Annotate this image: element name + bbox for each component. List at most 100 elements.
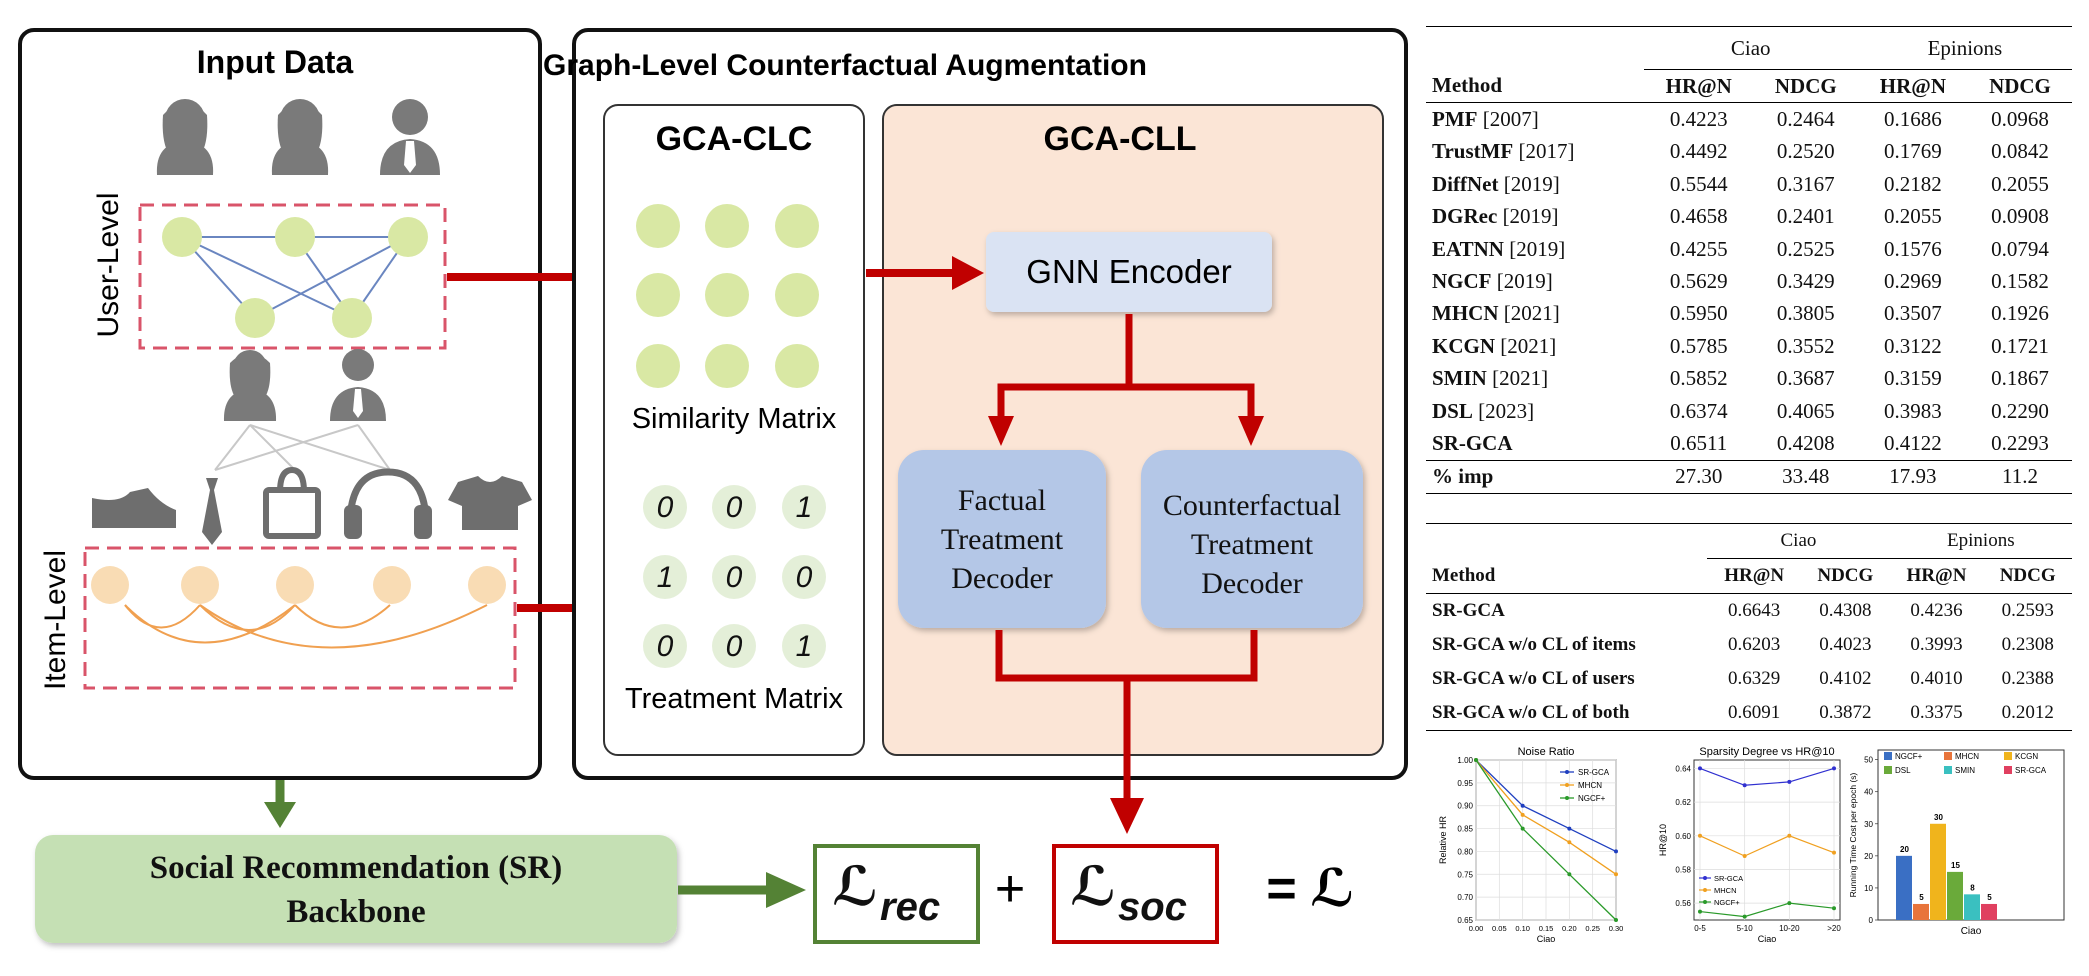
table-cell: 0.4236 [1910, 600, 1963, 621]
table-cell: 0.6091 [1728, 702, 1781, 723]
data-point [1520, 826, 1525, 831]
table-cell: 0.2293 [1991, 430, 2049, 455]
table1-header: NDCG [1989, 73, 2051, 98]
table-cell: 0.3122 [1884, 333, 1942, 358]
table-cell: 0.4223 [1669, 107, 1728, 132]
user-level-label: User-Level [92, 192, 125, 337]
table-cell: 0.5950 [1669, 301, 1728, 326]
table-cell: 0.5785 [1669, 333, 1728, 358]
legend-marker [1703, 888, 1707, 892]
data-point [1742, 783, 1747, 788]
y-tick-label: 0.75 [1457, 870, 1473, 879]
y-tick-label: 0.58 [1675, 865, 1691, 874]
series-line [1699, 902, 1835, 918]
gca-cll-title: GCA-CLL [1044, 120, 1197, 158]
legend-swatch [1884, 766, 1892, 774]
table2-header: NDCG [1999, 565, 2056, 586]
svg-text:soc: soc [1118, 885, 1187, 929]
svg-text:0: 0 [726, 561, 743, 594]
item-level-label: Item-Level [39, 550, 72, 690]
table-cell: 0.3983 [1884, 398, 1942, 423]
table-cell: 0.6329 [1728, 668, 1781, 689]
backbone-label: Social Recommendation (SR) Backbone [150, 850, 562, 930]
x-tick-label: 5-10 [1737, 924, 1754, 933]
counterfactual-decoder-label: Counterfactual Treatment Decoder [1163, 489, 1341, 600]
x-axis-label: Ciao [1537, 934, 1556, 944]
svg-text:Backbone: Backbone [286, 894, 425, 930]
y-tick-label: 40 [1864, 788, 1873, 797]
chart-title: Sparsity Degree vs HR@10 [1699, 746, 1834, 758]
decoder-merge-arrow [995, 630, 1258, 802]
legend-marker [1565, 783, 1569, 787]
table-cell: 0.6374 [1669, 398, 1728, 423]
table1-header-method: Method [1432, 73, 1502, 98]
legend-label: NGCF+ [1714, 898, 1740, 907]
bar [1981, 903, 1997, 920]
sparsity-chart: Sparsity Degree vs HR@10 0.56 0.58 0.60 0.62… [1658, 746, 1841, 944]
table-cell: 0.2969 [1884, 269, 1942, 294]
comparison-table: Ciao Epinions Method HR@N NDCG HR@N NDCG… [1426, 26, 2072, 494]
bar-value-label: 8 [1970, 883, 1975, 892]
data-point [1520, 812, 1525, 817]
y-tick-label: 0.56 [1675, 899, 1691, 908]
y-tick-label: 20 [1864, 852, 1873, 861]
y-tick-label: 0.62 [1675, 798, 1691, 807]
factual-decoder-label: Factual Treatment Decoder [941, 484, 1064, 595]
y-tick-label: 0.60 [1675, 832, 1691, 841]
x-tick-label: 0.30 [1609, 924, 1624, 933]
data-point [1832, 766, 1836, 771]
method-name: DSL [2023] [1432, 398, 1535, 423]
table-cell: 0.1926 [1991, 301, 2049, 326]
data-point [1698, 833, 1702, 838]
table-cell: 0.0908 [1991, 204, 2049, 229]
y-tick-label: 0.90 [1457, 802, 1473, 811]
table-cell: 0.4010 [1910, 668, 1963, 689]
legend-label: MHCN [1955, 752, 1979, 761]
bar-value-label: 5 [1987, 893, 1992, 902]
table-cell: 0.2525 [1776, 236, 1835, 261]
table2-header: NDCG [1817, 565, 1874, 586]
x-axis-label: Ciao [1758, 934, 1777, 944]
x-tick-label: 0-5 [1694, 924, 1706, 933]
similarity-matrix-label: Similarity Matrix [632, 403, 837, 435]
svg-text:1: 1 [796, 630, 813, 663]
table-cell: 0.2401 [1776, 204, 1835, 229]
item-graph-edges [124, 604, 488, 649]
y-tick-label: 0.64 [1675, 764, 1691, 773]
table-cell: 0.2055 [1884, 204, 1942, 229]
data-point [1742, 914, 1747, 919]
table-cell: 0.3429 [1776, 269, 1835, 294]
svg-text:0: 0 [726, 491, 743, 524]
legend-marker [1565, 796, 1569, 800]
backbone-box [35, 835, 677, 943]
svg-text:Treatment: Treatment [1191, 528, 1314, 561]
lrec-box [813, 844, 980, 944]
method-name: KCGN [2021] [1432, 333, 1557, 358]
table-cell: 0.4255 [1669, 236, 1728, 261]
method-name: NGCF [2019] [1432, 269, 1553, 294]
legend-swatch [2004, 766, 2012, 774]
gca-clc-title: GCA-CLC [656, 120, 813, 158]
x-axis-label: Ciao [1961, 926, 1982, 937]
table2-header-method: Method [1432, 564, 1496, 586]
method-name: MHCN [2021] [1432, 301, 1560, 326]
legend-label: MHCN [1578, 781, 1602, 790]
y-tick-label: 10 [1864, 884, 1873, 893]
legend-label: SR-GCA [2015, 766, 2047, 775]
data-point [1567, 826, 1572, 831]
series-line [1475, 759, 1617, 853]
svg-text:ℒ: ℒ [832, 857, 878, 917]
method-name: SR-GCA [1432, 600, 1505, 621]
legend-marker [1565, 770, 1569, 774]
table-cell: 0.4492 [1669, 139, 1728, 164]
data-point [1520, 803, 1525, 808]
table1-header: HR@N [1879, 73, 1946, 98]
gca-cll-box [882, 104, 1384, 756]
legend-swatch [2004, 752, 2012, 760]
table-cell: 0.6511 [1670, 430, 1728, 455]
svg-text:1: 1 [657, 561, 674, 594]
table1-header: HR@N [1665, 73, 1732, 98]
